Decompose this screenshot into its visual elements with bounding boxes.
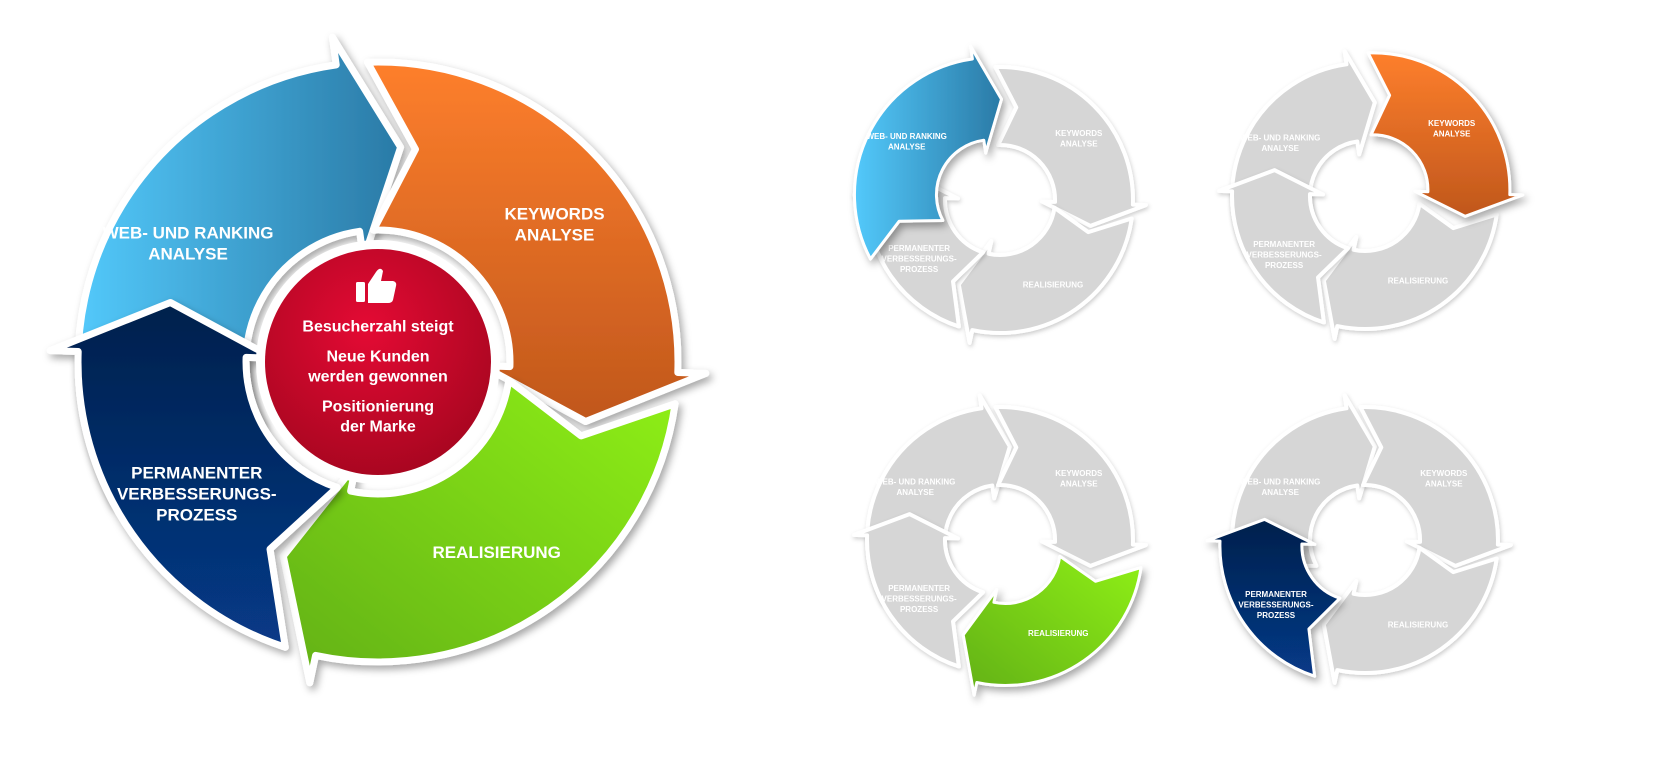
mini-arrow-web-ranking-analyse [852,44,1003,261]
segment-keywords-analyse: KEYWORDS ANALYSE [364,58,710,425]
center-item-2-line-0: Positionierung [322,399,434,416]
segment-realisierung: REALISIERUNG [279,376,679,687]
center-item-0-line-0: Besucherzahl steigt [302,319,454,336]
label-web-ranking-analyse-line-1: ANALYSE [148,245,228,264]
mini-0-label-permanenter-verbesserungsprozess-line-2: PROZESS [900,265,939,274]
mini-2-label-web-ranking-analyse-line-1: ANALYSE [896,488,934,497]
mini-0-label-keywords-analyse-line-1: ANALYSE [1060,139,1098,148]
mini-cycle-realisierung-highlight: WEB- UND RANKINGANALYSEKEYWORDSANALYSEPE… [852,393,1148,697]
mini-1-label-keywords-analyse-line-1: ANALYSE [1433,129,1471,138]
arrow-keywords-analyse [364,58,710,425]
mini-cycle-keywords-highlight: WEB- UND RANKINGANALYSEREALISIERUNGPERMA… [1217,49,1525,341]
mini-3-label-permanenter-verbesserungsprozess-line-1: VERBESSERUNGS- [1238,600,1313,609]
mini-2-segment-realisierung: REALISIERUNG [961,554,1143,697]
thumbs-up-icon [356,268,397,303]
mini-arrow-keywords-analyse [993,65,1148,228]
label-keywords-analyse-line-0: KEYWORDS [504,205,604,224]
mini-3-label-realisierung-line-0: REALISIERUNG [1388,621,1448,630]
center-item-1-line-0: Neue Kunden [326,349,429,366]
mini-1-label-realisierung-line-0: REALISIERUNG [1388,277,1448,286]
mini-3-segment-realisierung: REALISIERUNG [1321,545,1499,685]
label-permanenter-verbesserungsprozess-line-1: VERBESSERUNGS- [117,485,277,504]
label-permanenter-verbesserungsprozess-line-2: PROZESS [156,506,237,525]
arrow-permanenter-verbesserungsprozess [46,299,341,651]
label-web-ranking-analyse-line-0: WEB- UND RANKING [103,224,274,243]
mini-2-label-permanenter-verbesserungsprozess-line-2: PROZESS [900,605,939,614]
mini-arrow-realisierung [961,554,1143,697]
segment-permanenter-verbesserungsprozess: PERMANENTER VERBESSERUNGS- PROZESS [46,299,341,651]
label-permanenter-verbesserungsprozess-line-0: PERMANENTER [131,464,262,483]
center-item-1-line-1: werden gewonnen [307,369,448,386]
mini-0-label-web-ranking-analyse-line-0: WEB- UND RANKING [866,132,946,141]
mini-1-label-permanenter-verbesserungsprozess-line-0: PERMANENTER [1253,240,1315,249]
mini-1-segment-permanenter-verbesserungsprozess: PERMANENTER VERBESSERUNGS-PROZESS [1217,168,1350,325]
mini-2-label-keywords-analyse-line-1: ANALYSE [1060,479,1098,488]
label-keywords-analyse-line-1: ANALYSE [515,226,595,245]
mini-2-label-web-ranking-analyse-line-0: WEB- UND RANKING [875,478,955,487]
mini-arrow-permanenter-verbesserungsprozess [1217,168,1350,325]
mini-2-segment-permanenter-verbesserungsprozess: PERMANENTER VERBESSERUNGS-PROZESS [852,512,985,669]
mini-arrow-realisierung [956,205,1134,345]
mini-1-label-keywords-analyse-line-0: KEYWORDS [1428,119,1476,128]
mini-arrow-realisierung [1321,201,1499,341]
mini-arrow-permanenter-verbesserungsprozess [1205,517,1342,678]
mini-0-label-permanenter-verbesserungsprozess-line-0: PERMANENTER [888,244,950,253]
mini-2-label-keywords-analyse-line-0: KEYWORDS [1055,469,1103,478]
mini-2-label-permanenter-verbesserungsprozess-line-1: VERBESSERUNGS- [882,595,957,604]
mini-0-label-keywords-analyse-line-0: KEYWORDS [1055,129,1103,138]
mini-1-label-web-ranking-analyse-line-0: WEB- UND RANKING [1240,134,1320,143]
mini-0-label-web-ranking-analyse-line-1: ANALYSE [888,143,926,152]
mini-2-label-realisierung-line-0: REALISIERUNG [1028,629,1088,638]
mini-1-label-web-ranking-analyse-line-1: ANALYSE [1261,144,1299,153]
mini-0-label-realisierung-line-0: REALISIERUNG [1023,281,1083,290]
label-realisierung-line-0: REALISIERUNG [432,543,560,562]
mini-0-segment-web-ranking-analyse: WEB- UND RANKING ANALYSE [852,44,1003,261]
mini-2-label-permanenter-verbesserungsprozess-line-0: PERMANENTER [888,584,950,593]
mini-3-label-keywords-analyse-line-0: KEYWORDS [1420,469,1468,478]
mini-arrow-realisierung [1321,545,1499,685]
arrow-realisierung [279,376,679,687]
mini-3-label-keywords-analyse-line-1: ANALYSE [1425,479,1463,488]
mini-arrow-keywords-analyse [993,405,1148,568]
mini-arrow-keywords-analyse [1358,405,1513,568]
mini-3-label-web-ranking-analyse-line-0: WEB- UND RANKING [1240,478,1320,487]
center-circle [265,249,491,475]
mini-3-label-permanenter-verbesserungsprozess-line-0: PERMANENTER [1245,590,1307,599]
mini-1-label-permanenter-verbesserungsprozess-line-2: PROZESS [1265,261,1304,270]
mini-cycle-web-highlight: KEYWORDSANALYSEREALISIERUNGPERMANENTERVE… [852,44,1148,345]
mini-3-label-permanenter-verbesserungsprozess-line-2: PROZESS [1257,611,1296,620]
mini-0-label-permanenter-verbesserungsprozess-line-1: VERBESSERUNGS- [882,255,957,264]
mini-cycle-permanent-highlight: WEB- UND RANKINGANALYSEKEYWORDSANALYSERE… [1205,393,1513,685]
mini-1-segment-realisierung: REALISIERUNG [1321,201,1499,341]
mini-0-segment-realisierung: REALISIERUNG [956,205,1134,345]
main-cycle-diagram: WEB- UND RANKING ANALYSE KEYWORDS ANALYSE RE… [46,33,710,687]
center-item-2-line-1: der Marke [340,419,416,436]
mini-arrow-keywords-analyse [1366,51,1525,218]
mini-3-label-web-ranking-analyse-line-1: ANALYSE [1261,488,1299,497]
mini-arrow-permanenter-verbesserungsprozess [852,512,985,669]
mini-1-label-permanenter-verbesserungsprozess-line-1: VERBESSERUNGS- [1247,251,1322,260]
